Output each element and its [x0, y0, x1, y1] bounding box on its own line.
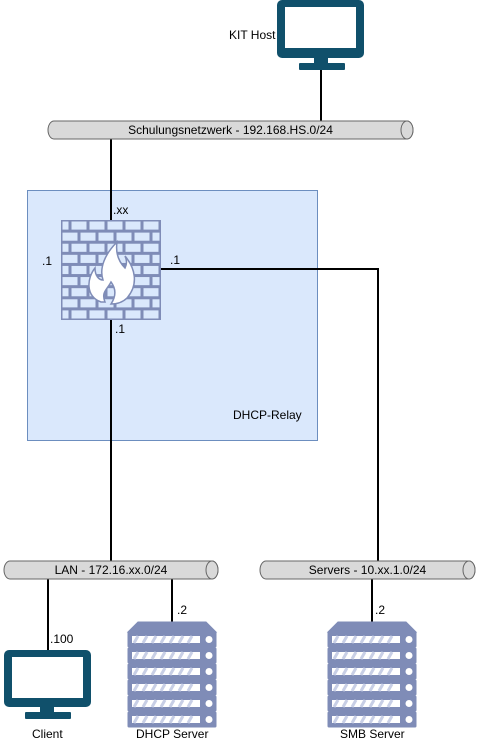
dhcp-server-icon — [126, 621, 218, 728]
servers-label: Servers - 10.xx.1.0/24 — [308, 563, 427, 577]
relay-right-interface-label: .1 — [170, 253, 181, 267]
dhcp-server-label: DHCP Server — [136, 727, 209, 741]
client-label: Client — [32, 727, 63, 741]
smb-server-interface-label: .2 — [375, 603, 386, 617]
kit-host-monitor-icon — [277, 0, 364, 70]
kit-host-label: KIT Host — [229, 28, 276, 42]
bus-schulungsnetzwerk — [47, 120, 414, 140]
smb-server-icon — [326, 621, 418, 728]
lan-label: LAN - 172.16.xx.0/24 — [54, 563, 168, 577]
bus-lan — [3, 560, 219, 580]
smb-server-label: SMB Server — [340, 727, 405, 741]
bus-servers — [259, 560, 476, 580]
connections — [47, 70, 379, 650]
client-monitor-icon — [4, 650, 91, 719]
schulungsnetzwerk-label: Schulungsnetzwerk - 192.168.HS.0/24 — [128, 123, 333, 137]
relay-left-interface-label: .1 — [42, 254, 53, 268]
client-interface-label: .100 — [50, 632, 74, 646]
link-relay-servers — [160, 268, 379, 562]
relay-top-interface-label: .xx — [113, 203, 129, 217]
firewall-icon — [61, 220, 161, 320]
relay-bottom-interface-label: .1 — [115, 322, 126, 336]
dhcp-server-interface-label: .2 — [177, 603, 188, 617]
relay-zone-label: DHCP-Relay — [233, 408, 302, 422]
